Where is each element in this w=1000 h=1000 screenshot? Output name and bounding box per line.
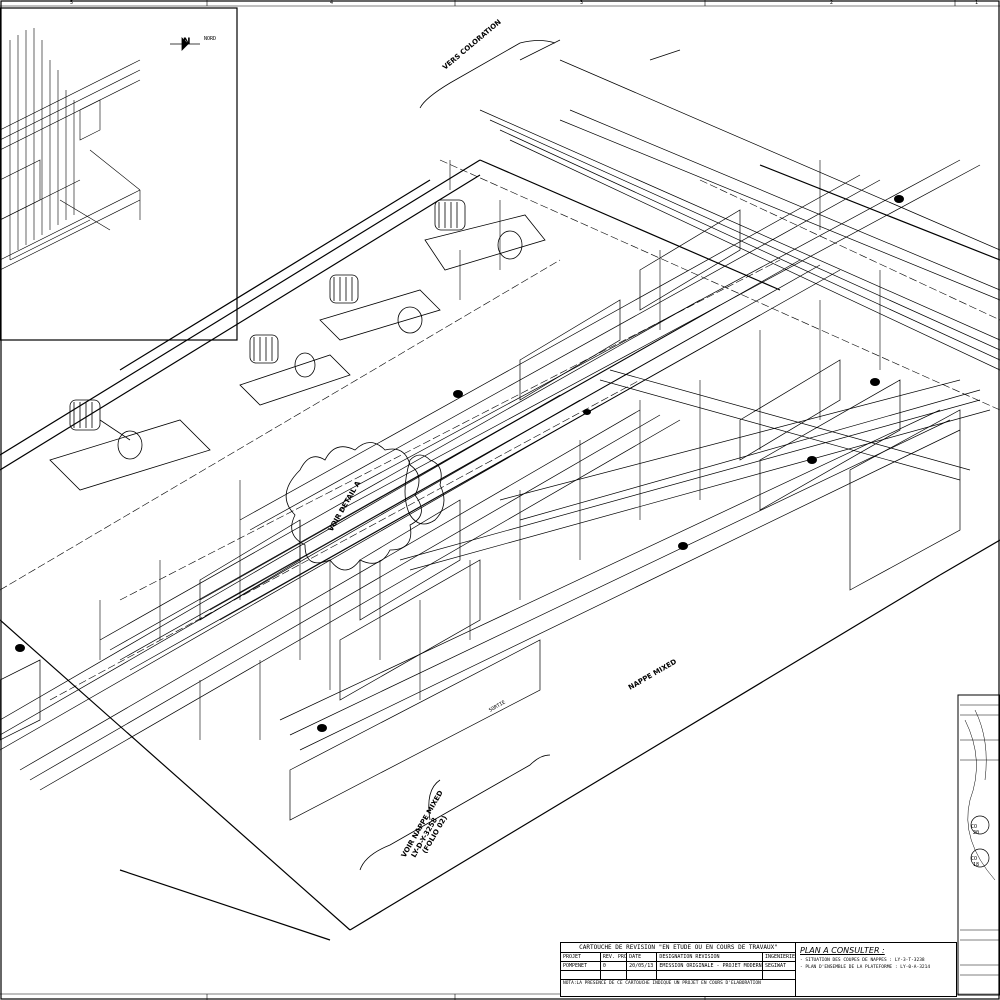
side-label: 20 [973,830,979,836]
north-sublabel: NORD [204,36,216,42]
plan-reference-box: PLAN A CONSULTER : - SITUATION DES COUPE… [795,942,957,997]
north-arrow-icon [170,37,200,51]
cell: 20/05/13 [627,962,658,970]
title-block-note: NOTA:LA PRESENCE DE CE CARTOUCHE INDIQUE… [561,979,796,988]
label-sortie: SORTIE [488,700,507,714]
col-header: INGENIERIE [764,954,796,960]
valve-symbol [894,195,904,203]
valve-symbol [807,456,817,464]
valve-symbol [317,724,327,732]
valve-symbol [15,644,25,652]
border-number: 3 [580,0,583,6]
plan-reference-line: - SITUATION DES COUPES DE NAPPES : LY-3-… [800,958,925,963]
col-header: DESIGNATION REVISION [657,953,763,961]
cell: 0 [601,962,628,970]
cell: SEGIWAT [764,963,787,969]
equipment-boxes [0,209,961,821]
side-label: CO [971,824,977,830]
revision-cloud [285,442,445,571]
label-nappe-mixed: NAPPE MIXED [627,658,678,692]
col-header: REV. PROV. [602,953,628,961]
border-number: 5 [70,0,73,6]
label-voir-detail-a: VOIR DETAIL A [327,479,363,533]
north-label: N [183,37,191,47]
cell: POMPENET [561,962,601,970]
cell: EMISSION ORIGINALE - PROJET MODERNISATIO… [659,962,763,970]
label-braces [359,40,556,871]
diagram-labels: N NORD VERS COLORATION VOIR DETAIL A NAP… [70,0,979,868]
plan-reference-line: - PLAN D'ENSEMBLE DE LA PLATEFORME : LY-… [800,965,931,970]
valve-symbol [453,390,463,398]
title-block-data-row: POMPENET 0 20/05/13 EMISSION ORIGINALE -… [561,962,796,971]
side-label: CO [971,856,977,862]
label-vers-coloration: VERS COLORATION [441,18,503,72]
border-number: 4 [330,0,333,6]
plan-heading: PLAN A CONSULTER : [800,946,885,955]
valve-symbol [678,542,688,550]
border-number: 1 [975,0,978,6]
title-block-header-row: PROJET REV. PROV. DATE DESIGNATION REVIS… [561,953,796,962]
pipe-runs [0,39,1000,791]
side-label: 18 [973,862,979,868]
detail-inset-piping [0,28,141,271]
valve-symbols [15,195,904,732]
pump-motors [49,199,546,491]
border-number: 2 [830,0,833,6]
col-header: DATE [627,953,658,961]
title-block-heading: CARTOUCHE DE REVISION "EN ETUDE OU EN CO… [561,943,796,953]
vertical-drops [99,160,881,740]
col-header: PROJET [561,953,601,961]
valve-symbol [870,378,880,386]
revision-title-block: CARTOUCHE DE REVISION "EN ETUDE OU EN CO… [560,942,797,997]
dashed-runs [0,159,1000,701]
detail-inset-frame [0,7,238,341]
valve-symbol [583,409,591,415]
